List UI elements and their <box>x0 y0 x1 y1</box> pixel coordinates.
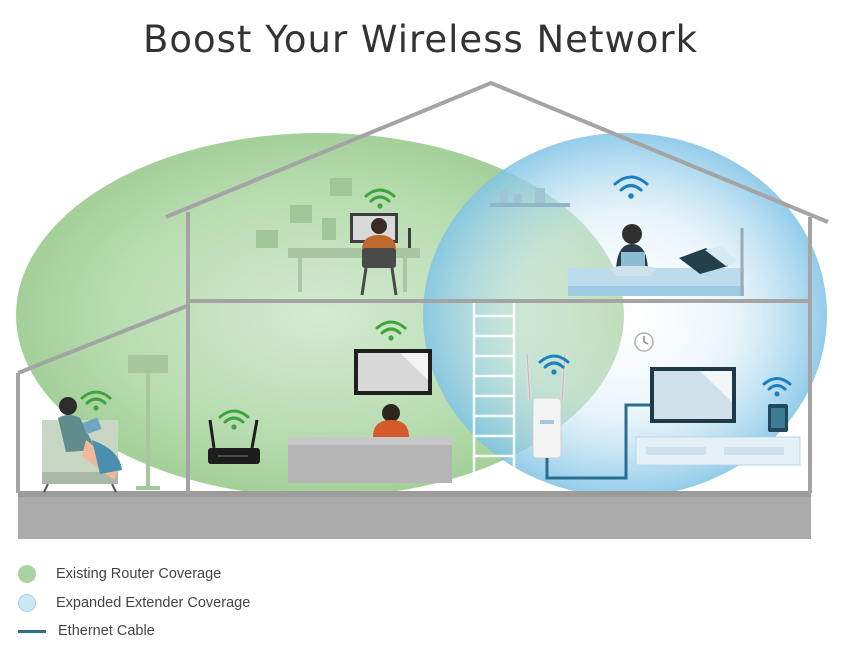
legend-item-extender-coverage: Expanded Extender Coverage <box>18 589 250 618</box>
ground-floor-slab <box>18 491 811 539</box>
house-outline <box>16 80 829 493</box>
legend-label: Ethernet Cable <box>58 623 155 640</box>
wifi-icon <box>364 188 396 209</box>
tv-icon <box>650 367 736 423</box>
green-circle-icon <box>18 565 36 584</box>
reader-dress <box>92 440 122 474</box>
wifi-icon <box>762 377 792 397</box>
office-desk <box>288 248 420 258</box>
wall-shelf <box>490 203 570 207</box>
ethernet-cable <box>545 403 652 480</box>
legend: Existing Router Coverage Expanded Extend… <box>18 560 250 646</box>
legend-item-ethernet-cable: Ethernet Cable <box>18 617 250 646</box>
tv-icon <box>354 349 432 395</box>
diagram-title: Boost Your Wireless Network <box>142 18 698 61</box>
router-icon <box>208 419 260 464</box>
legend-item-router-coverage: Existing Router Coverage <box>18 560 250 589</box>
wifi-icon <box>538 354 570 375</box>
ladder <box>472 303 516 491</box>
floor-lamp <box>128 355 168 373</box>
pillow-dark <box>679 248 728 274</box>
clock-icon <box>634 332 654 352</box>
tablet-reading <box>82 417 102 435</box>
upstairs-office <box>256 178 352 248</box>
wifi-icon <box>218 409 250 430</box>
wifi-icon <box>80 390 112 411</box>
blue-circle-icon <box>18 593 36 612</box>
range-extender-icon <box>525 353 567 459</box>
wifi-icon <box>613 175 649 199</box>
legend-label: Existing Router Coverage <box>56 566 222 583</box>
wifi-icon <box>375 320 407 341</box>
desk-lamp <box>408 228 411 248</box>
cable-line-icon <box>18 629 46 633</box>
legend-label: Expanded Extender Coverage <box>56 594 251 611</box>
laptop-icon <box>621 252 645 266</box>
